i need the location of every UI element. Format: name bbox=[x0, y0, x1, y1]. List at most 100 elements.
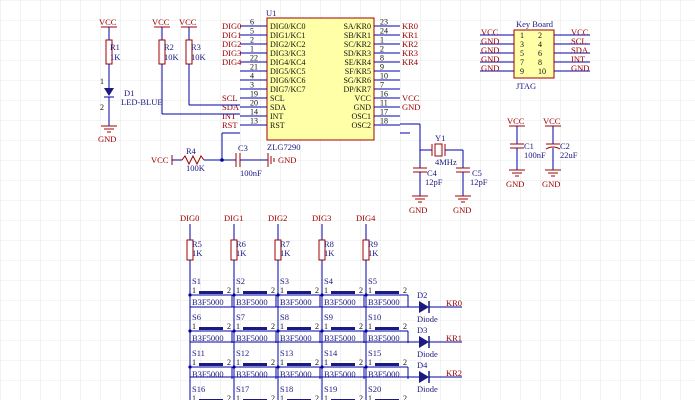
switch-actuator bbox=[199, 327, 223, 330]
switch-pin2: 2 bbox=[271, 358, 275, 367]
pullup-resistors: VCC R2 10K VCC R3 10K bbox=[152, 17, 240, 115]
u1-left-pin-number: 14 bbox=[250, 108, 258, 117]
c3-gnd-label: GND bbox=[278, 155, 296, 165]
u1-right-pin-name: SD/KR3 bbox=[343, 49, 371, 58]
c2-vcc-label: VCC bbox=[543, 116, 561, 126]
diode-net-label: KR1 bbox=[446, 333, 462, 343]
switch-designator: S2 bbox=[236, 276, 245, 286]
c1-value: 100nF bbox=[524, 150, 546, 160]
diode-part: Diode bbox=[417, 349, 438, 359]
u1-left-pin-name: DIG1/KC1 bbox=[270, 31, 306, 40]
r2-vcc-label: VCC bbox=[152, 17, 170, 27]
d1-led bbox=[104, 88, 114, 96]
u1-right-pin-name: DP/KR7 bbox=[343, 85, 371, 94]
switch-actuator bbox=[287, 327, 311, 330]
header-footer: JTAG bbox=[516, 81, 536, 91]
reset-network: VCC R4 100K C3 100nF GND bbox=[151, 132, 296, 178]
matrix-resistor-designator: R8 bbox=[324, 239, 334, 249]
switch-pin1: 1 bbox=[324, 322, 328, 331]
switch-actuator bbox=[199, 291, 223, 294]
r3-value: 10K bbox=[191, 52, 207, 62]
switch-designator: S17 bbox=[236, 384, 249, 394]
u1-left-pin-number: 6 bbox=[250, 18, 254, 27]
switch-part: B3F5000 bbox=[236, 297, 268, 307]
u1-right-net-label: KR2 bbox=[402, 39, 418, 49]
switch-pin2: 2 bbox=[227, 322, 231, 331]
u1-left-pin-number: 3 bbox=[250, 81, 254, 90]
switch-pin2: 2 bbox=[227, 286, 231, 295]
switch-designator: S1 bbox=[192, 276, 201, 286]
header-pin-even: 6 bbox=[538, 49, 542, 58]
y1-crystal bbox=[434, 143, 443, 157]
header-right-net: VCC bbox=[571, 27, 589, 37]
u1-left-pin-number: 22 bbox=[250, 54, 258, 63]
switch-part: B3F5000 bbox=[280, 369, 312, 379]
u1-left-pin-name: DIG2/KC2 bbox=[270, 40, 306, 49]
switch-pin1: 1 bbox=[236, 358, 240, 367]
switch-part: B3F5000 bbox=[236, 333, 268, 343]
switch-designator: S7 bbox=[236, 312, 245, 322]
switch-pin2: 2 bbox=[359, 286, 363, 295]
u1-right-pin-number: 10 bbox=[380, 72, 388, 81]
switch-pin2: 2 bbox=[271, 286, 275, 295]
switch-pin1: 1 bbox=[192, 394, 196, 400]
switch-pin1: 1 bbox=[324, 358, 328, 367]
matrix-column-net: DIG4 bbox=[356, 213, 376, 223]
u1-left-pin-number: 19 bbox=[250, 90, 258, 99]
key-matrix: DIG0R51KDIG1R61KDIG2R71KDIG3R81KDIG4R91K… bbox=[180, 213, 462, 400]
switch-part: B3F5000 bbox=[324, 297, 356, 307]
c2-gnd-label: GND bbox=[542, 179, 560, 189]
switch-pin2: 2 bbox=[315, 322, 319, 331]
u1-right-pin-number: 17 bbox=[380, 108, 388, 117]
u1-right-pin-name: GND bbox=[354, 103, 372, 112]
d1-value: LED-BLUE bbox=[121, 97, 163, 107]
switch-part: B3F5000 bbox=[368, 369, 400, 379]
switch-actuator bbox=[331, 327, 355, 330]
u1-right-pin-name: SG/KR6 bbox=[343, 76, 371, 85]
header-pin-even: 4 bbox=[538, 40, 542, 49]
matrix-resistor-value: 1K bbox=[192, 248, 203, 258]
switch-pin2: 2 bbox=[403, 394, 407, 400]
diode-net-label: KR0 bbox=[446, 298, 462, 308]
r4-resistor bbox=[181, 154, 205, 166]
switch-pin2: 2 bbox=[315, 286, 319, 295]
switch-pin1: 1 bbox=[368, 286, 372, 295]
r1-value: 1K bbox=[110, 52, 121, 62]
switch-actuator bbox=[199, 363, 223, 366]
diode-body bbox=[419, 371, 429, 383]
diode-body bbox=[419, 301, 429, 313]
u1-left-net-label: SCL bbox=[222, 93, 238, 103]
switch-pin1: 1 bbox=[324, 286, 328, 295]
diode-part: Diode bbox=[417, 314, 438, 324]
u1-right-pin-number: 24 bbox=[380, 27, 388, 36]
switch-part: B3F5000 bbox=[324, 333, 356, 343]
switch-part: B3F5000 bbox=[192, 333, 224, 343]
u1-right-pin-name: SE/KR4 bbox=[344, 58, 371, 67]
switch-pin1: 1 bbox=[368, 322, 372, 331]
matrix-column-net: DIG0 bbox=[180, 213, 199, 223]
u1-left-net-label: DIG3 bbox=[222, 48, 241, 58]
u1-left-pin-name: RST bbox=[270, 121, 285, 130]
switch-designator: S3 bbox=[280, 276, 289, 286]
u1-left-pin-name: SCL bbox=[270, 94, 285, 103]
d1-pin1: 1 bbox=[100, 77, 104, 86]
matrix-column-net: DIG3 bbox=[312, 213, 331, 223]
u1-left-pin-number: 1 bbox=[250, 45, 254, 54]
switch-part: B3F5000 bbox=[280, 297, 312, 307]
switch-pin2: 2 bbox=[227, 394, 231, 400]
u1-right-net-label: VCC bbox=[402, 93, 420, 103]
switch-designator: S19 bbox=[324, 384, 337, 394]
matrix-column-net: DIG2 bbox=[268, 213, 287, 223]
switch-pin2: 2 bbox=[403, 358, 407, 367]
switch-part: B3F5000 bbox=[192, 297, 224, 307]
r4-value: 100K bbox=[186, 163, 206, 173]
header-left-net: VCC bbox=[481, 27, 499, 37]
u1-left-net-label: INT bbox=[222, 111, 237, 121]
u1-right-pin-number: 9 bbox=[380, 63, 384, 72]
r2-value: 10K bbox=[164, 52, 180, 62]
y1-value: 4MHz bbox=[435, 157, 457, 167]
switch-actuator bbox=[331, 291, 355, 294]
